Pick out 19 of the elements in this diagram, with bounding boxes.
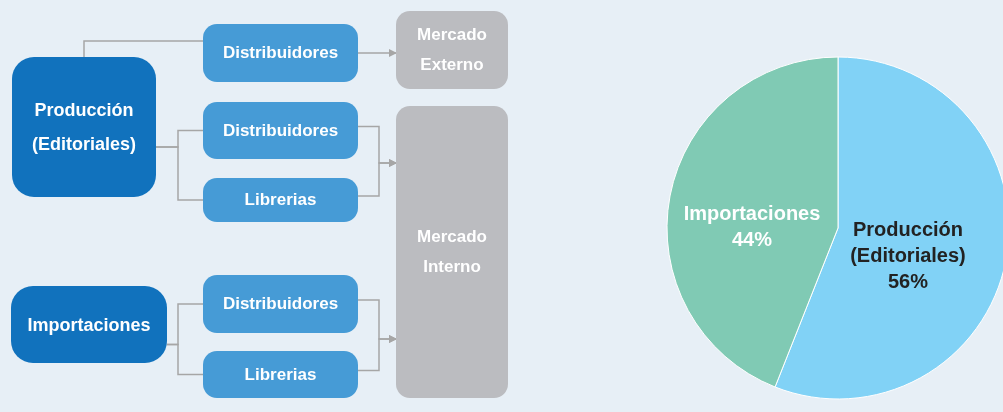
slice-label: Importaciones [683, 201, 821, 226]
connector [357, 159, 397, 197]
channel-box: Distribuidores [203, 24, 358, 82]
market-box: Mercado Interno [396, 106, 508, 398]
market-box: Mercado Externo [396, 11, 508, 89]
slice-label: Producción (Editoriales) [849, 217, 967, 268]
connector [357, 335, 397, 372]
connector [83, 40, 204, 58]
connector [155, 146, 204, 201]
connector [357, 49, 397, 57]
channel-box: Librerias [203, 351, 358, 398]
connector [166, 343, 204, 376]
source-box: Importaciones [11, 286, 167, 363]
value-label: 44% [732, 227, 772, 252]
value-label: 56% [888, 269, 928, 294]
channel-box: Distribuidores [203, 275, 358, 333]
channel-box: Librerias [203, 178, 358, 222]
channel-box: Distribuidores [203, 102, 358, 159]
source-box: Producción (Editoriales) [12, 57, 156, 197]
